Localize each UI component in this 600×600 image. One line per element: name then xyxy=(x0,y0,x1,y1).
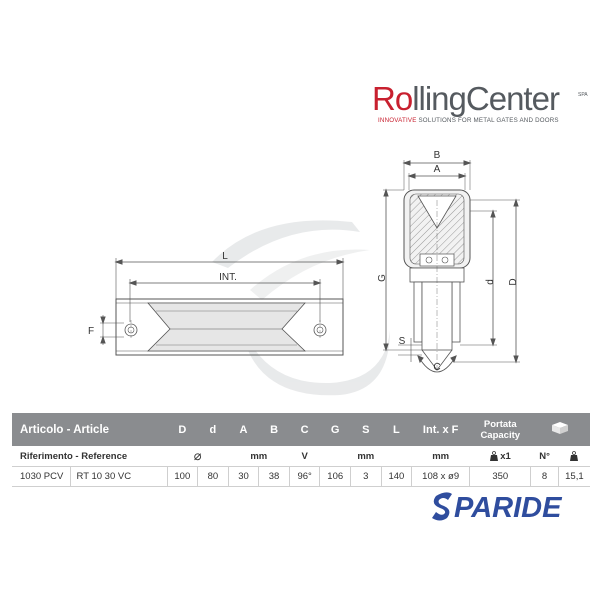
brand-tagline: INNOVATIVE SOLUTIONS FOR METAL GATES AND… xyxy=(378,117,559,124)
dim-label-L: L xyxy=(222,251,228,262)
technical-drawing: L INT. F xyxy=(88,150,520,396)
units-mm-1: mm xyxy=(228,446,290,467)
table-header-row: Articolo - Article D d A B C G S L Int. … xyxy=(12,413,590,446)
cell-D: 100 xyxy=(166,466,198,487)
cell-A: 30 xyxy=(227,466,259,487)
header-capacity: Portata Capacity xyxy=(469,413,531,446)
weight-icon xyxy=(570,451,579,461)
units-reference-label: Riferimento - Reference xyxy=(12,446,168,467)
units-weight xyxy=(558,446,590,467)
units-count: N° xyxy=(530,446,559,467)
weight-icon xyxy=(489,451,498,461)
header-col: C xyxy=(289,413,320,446)
rolling-center-logo: RollingCenter SPA INNOVATIVE SOLUTIONS F… xyxy=(372,80,592,130)
cell-weight: 15,1 xyxy=(557,466,590,487)
brand-wordmark: RollingCenter xyxy=(372,80,560,117)
dim-label-d: d xyxy=(485,279,496,285)
header-col: L xyxy=(381,413,412,446)
cell-d: 80 xyxy=(197,466,229,487)
cell-L: 140 xyxy=(380,466,412,487)
header-col: d xyxy=(197,413,229,446)
units-capacity: x1 xyxy=(469,446,531,467)
dim-label-B: B xyxy=(434,150,441,161)
cell-reference: RT 10 30 VC xyxy=(69,466,168,487)
dim-label-C: C xyxy=(433,362,440,373)
brand-suffix: SPA xyxy=(578,92,588,98)
dim-label-S: S xyxy=(399,336,406,347)
paride-logo: PARIDE xyxy=(432,492,563,524)
specification-table: Articolo - Article D d A B C G S L Int. … xyxy=(12,413,590,487)
paride-wordmark: PARIDE xyxy=(454,492,563,524)
diameter-icon: ⌀ xyxy=(167,446,229,467)
box-icon xyxy=(552,422,569,434)
header-col: A xyxy=(228,413,259,446)
table-units-row: Riferimento - Reference ⌀ mm V mm mm x1 … xyxy=(12,446,590,467)
cell-B: 38 xyxy=(258,466,290,487)
units-mm-2: mm xyxy=(319,446,412,467)
dim-label-D: D xyxy=(508,278,519,285)
header-col: G xyxy=(319,413,351,446)
table-row: 1030 PCV RT 10 30 VC 100 80 30 38 96° 10… xyxy=(12,466,590,487)
dim-label-G: G xyxy=(377,274,388,282)
header-col: S xyxy=(350,413,382,446)
units-v: V xyxy=(289,446,320,467)
rail-side-view xyxy=(100,258,345,356)
cell-int-f: 108 x ø9 xyxy=(411,466,470,487)
cell-S: 3 xyxy=(350,466,382,487)
cell-article: 1030 PCV xyxy=(12,466,70,487)
dim-label-A: A xyxy=(434,164,441,175)
header-col: B xyxy=(258,413,290,446)
dim-label-F: F xyxy=(88,326,94,337)
dim-label-int: INT. xyxy=(219,272,237,283)
header-package-icon xyxy=(530,413,590,446)
units-mm-3: mm xyxy=(411,446,470,467)
header-col: Int. x F xyxy=(411,413,470,446)
cell-C: 96° xyxy=(288,466,320,487)
watermark-swirl xyxy=(212,220,390,396)
header-article: Articolo - Article xyxy=(12,413,168,446)
cell-G: 106 xyxy=(319,466,351,487)
cell-capacity: 350 xyxy=(469,466,531,487)
units-x1: x1 xyxy=(500,450,511,462)
cell-count: 8 xyxy=(530,466,559,487)
wheel-section-view xyxy=(383,160,520,373)
header-col: D xyxy=(167,413,198,446)
